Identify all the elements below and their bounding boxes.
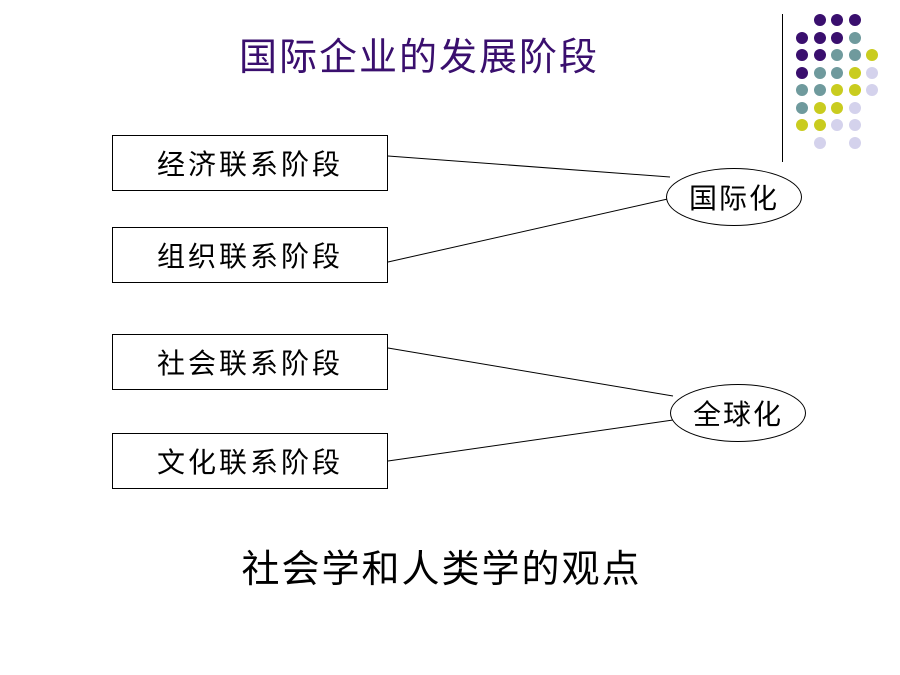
decor-dot — [848, 31, 861, 44]
caption-perspective: 社会学和人类学的观点 — [241, 547, 642, 591]
outcome-globalization: 全球化 — [670, 384, 806, 442]
decor-dot — [813, 101, 826, 114]
decor-dot — [813, 49, 826, 61]
decor-dot — [796, 84, 808, 96]
decor-dot — [831, 31, 843, 44]
decor-dot — [813, 14, 826, 26]
decor-dot — [831, 49, 843, 61]
decor-dot — [796, 49, 808, 61]
decor-dot — [813, 119, 826, 131]
decor-dot — [848, 66, 861, 79]
decor-dot — [848, 84, 861, 96]
decor-dot — [848, 101, 861, 114]
decor-dot — [866, 84, 878, 96]
decor-dot — [831, 101, 843, 114]
decor-dot — [813, 136, 826, 149]
decor-dot — [796, 31, 808, 44]
decor-dot — [866, 66, 878, 79]
stage-box-economic: 经济联系阶段 — [112, 135, 388, 191]
stage-box-cultural: 文化联系阶段 — [112, 433, 388, 489]
decor-dot — [831, 14, 843, 26]
decor-dot — [848, 136, 861, 149]
decor-dot — [831, 119, 843, 131]
decor-dot — [796, 119, 808, 131]
decor-dot — [813, 31, 826, 44]
decor-dot — [866, 49, 878, 61]
decor-dot — [813, 66, 826, 79]
decor-vertical-line — [782, 14, 783, 162]
decor-dot — [831, 84, 843, 96]
connector-social-to-globalization — [387, 347, 674, 397]
connector-economic-to-internationalization — [387, 155, 671, 178]
decor-dot — [813, 84, 826, 96]
decor-dot — [796, 101, 808, 114]
connector-organizational-to-internationalization — [387, 197, 673, 263]
stage-box-organizational: 组织联系阶段 — [112, 227, 388, 283]
slide-title: 国际企业的发展阶段 — [238, 35, 599, 79]
decor-dot — [848, 49, 861, 61]
decor-dot — [848, 14, 861, 26]
outcome-internationalization: 国际化 — [666, 168, 802, 226]
decor-dot — [796, 66, 808, 79]
connector-cultural-to-globalization — [387, 419, 674, 462]
decor-dot — [831, 66, 843, 79]
stage-box-social: 社会联系阶段 — [112, 334, 388, 390]
decor-dot — [848, 119, 861, 131]
